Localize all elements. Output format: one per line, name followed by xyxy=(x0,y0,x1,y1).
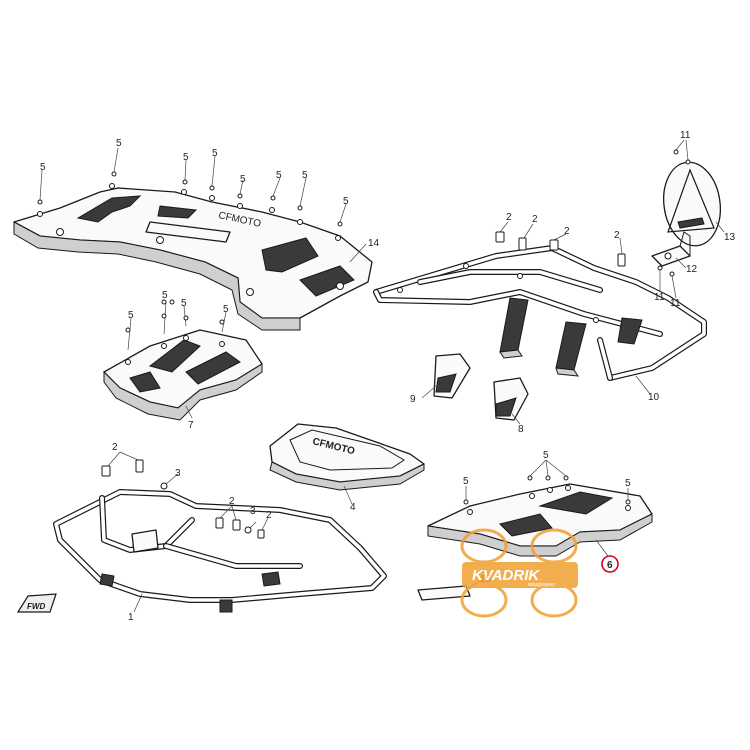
label-8: 8 xyxy=(518,424,524,435)
label-2: 2 xyxy=(614,230,620,241)
bolts-part-5-rear-plate xyxy=(463,459,631,505)
front-frame-part-1 xyxy=(53,489,387,613)
bracket-part-12 xyxy=(651,231,691,267)
bolts-part-2-rear-rack xyxy=(495,221,626,267)
label-5: 5 xyxy=(162,290,168,301)
fwd-direction-plate: FWD xyxy=(16,593,57,613)
bolts-part-5-front-rack xyxy=(37,147,347,227)
label-14: 14 xyxy=(368,238,380,249)
label-5: 5 xyxy=(463,476,469,487)
label-5: 5 xyxy=(343,196,349,207)
decal-part-15 xyxy=(417,585,471,601)
storage-cover-part-4: CFMOTO xyxy=(269,423,425,491)
label-12: 12 xyxy=(686,264,698,275)
label-13: 13 xyxy=(724,232,736,243)
highlight-circle xyxy=(601,555,619,573)
label-5: 5 xyxy=(128,310,134,321)
label-9: 9 xyxy=(410,394,416,405)
label-2: 2 xyxy=(564,226,570,237)
watermark-brand: KVADRIK xyxy=(472,567,540,584)
label-4: 4 xyxy=(350,502,356,513)
label-2: 2 xyxy=(266,510,272,521)
label-5: 5 xyxy=(183,152,189,163)
bolts-part-11 xyxy=(657,139,691,299)
label-10: 10 xyxy=(648,392,660,403)
reflector-disc-part-13 xyxy=(663,161,721,247)
label-5: 5 xyxy=(543,450,549,461)
watermark-tagline: квадроцикл xyxy=(528,582,555,588)
label-5: 5 xyxy=(625,478,631,489)
bolts-part-2-3-front-frame xyxy=(101,451,269,539)
fwd-label: FWD xyxy=(27,602,45,611)
label-2: 2 xyxy=(532,214,538,225)
label-11: 11 xyxy=(680,130,691,141)
rack-plate-part-7 xyxy=(103,329,263,421)
rear-rack-frame-part-10 xyxy=(373,245,707,381)
label-11: 11 xyxy=(670,298,681,309)
label-1: 1 xyxy=(128,612,134,623)
label-5: 5 xyxy=(223,304,229,315)
label-5: 5 xyxy=(212,148,218,159)
label-6-highlighted: 6 xyxy=(607,560,613,571)
label-2: 2 xyxy=(506,212,512,223)
label-3: 3 xyxy=(175,468,181,479)
kvadrik-watermark-logo: KVADRIK квадроцикл xyxy=(460,528,578,618)
label-7: 7 xyxy=(188,420,194,431)
bracket-part-8 xyxy=(493,377,529,421)
label-5: 5 xyxy=(181,298,187,309)
label-2: 2 xyxy=(112,442,118,453)
label-5: 5 xyxy=(116,138,122,149)
label-5: 5 xyxy=(40,162,46,173)
label-11: 11 xyxy=(654,292,665,303)
label-5: 5 xyxy=(276,170,282,181)
label-5: 5 xyxy=(240,174,246,185)
label-5: 5 xyxy=(302,170,308,181)
label-3: 3 xyxy=(250,506,256,517)
label-2: 2 xyxy=(229,496,235,507)
bracket-part-9 xyxy=(433,353,471,399)
front-rack-part-14: CFMOTO xyxy=(13,183,373,331)
bolts-part-5-plate xyxy=(125,299,227,351)
